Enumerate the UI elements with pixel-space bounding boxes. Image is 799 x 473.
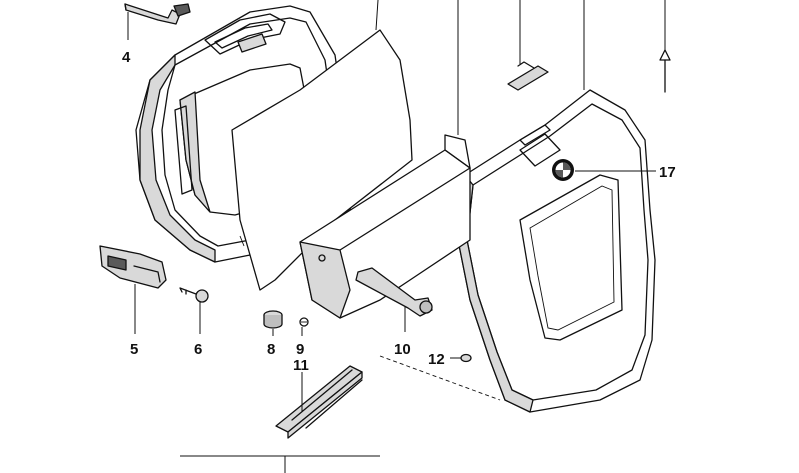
callout-5: 5 (130, 341, 138, 358)
part-9-screw (299, 317, 309, 336)
bottom-bracket (180, 455, 380, 473)
part-10-rod (355, 267, 433, 332)
part-5-lock (99, 245, 167, 334)
pin (659, 0, 671, 93)
callout-8: 8 (267, 341, 275, 358)
callout-12: 12 (428, 351, 445, 368)
callout-9: 9 (296, 341, 304, 358)
case-lid (457, 0, 656, 413)
part-11-rails (275, 355, 501, 439)
inner-tray (299, 0, 471, 319)
callout-10: 10 (394, 341, 411, 358)
callout-11: 11 (293, 357, 309, 374)
bmw-roundel-logo (552, 159, 656, 181)
part-6-key (179, 287, 209, 334)
callout-6: 6 (194, 341, 202, 358)
small-pad (507, 0, 549, 91)
part-4-clip (124, 3, 191, 40)
liner-panel (231, 0, 413, 291)
part-12-nut (450, 353, 472, 363)
part-8-rubber-foot (263, 310, 283, 336)
callout-17: 17 (659, 164, 676, 181)
callout-4: 4 (122, 49, 131, 66)
